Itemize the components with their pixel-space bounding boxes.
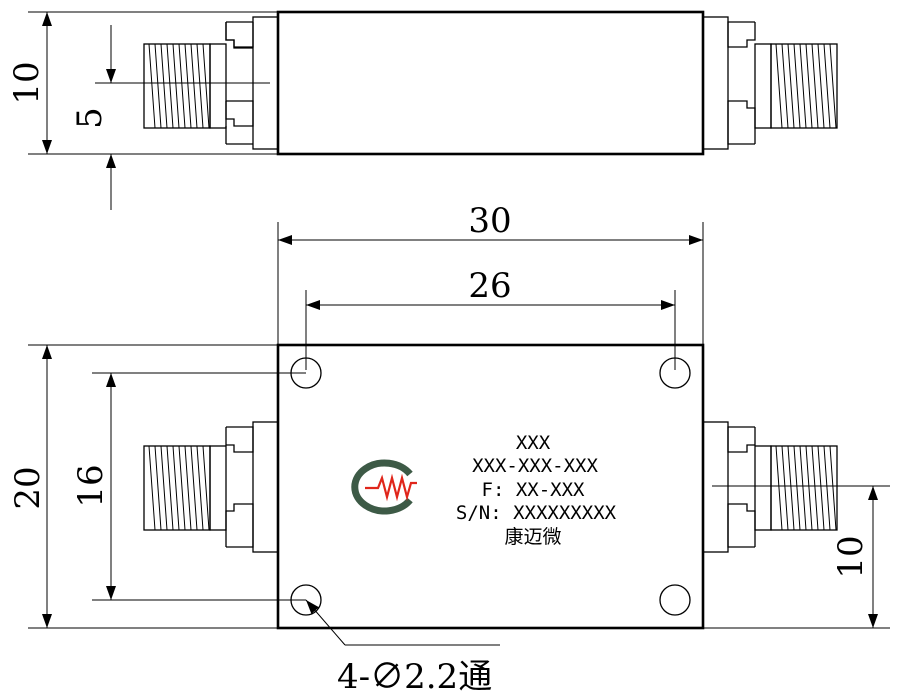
dim-top-connector: 5 bbox=[70, 107, 110, 129]
company-logo bbox=[351, 459, 417, 515]
top-right-connector bbox=[702, 421, 838, 553]
mounting-hole bbox=[659, 357, 691, 389]
side-view: 10 5 bbox=[7, 10, 838, 210]
side-left-connector bbox=[143, 16, 279, 150]
width-dimensions: 30 26 bbox=[277, 201, 704, 370]
top-left-connector bbox=[143, 421, 279, 553]
hole-note: 4-∅2.2通 bbox=[337, 657, 492, 697]
top-view: XXX XXX-XXX-XXX F: XX-XXX S/N: XXXXXXXXX… bbox=[8, 343, 890, 697]
dim-port-offset: 10 bbox=[831, 535, 871, 578]
mounting-hole bbox=[659, 584, 691, 616]
label-serial: S/N: XXXXXXXXX bbox=[456, 502, 617, 524]
dim-overall-width: 30 bbox=[468, 201, 511, 241]
side-right-connector bbox=[702, 16, 838, 150]
label-frequency: F: XX-XXX bbox=[482, 479, 586, 501]
hole-leader bbox=[305, 599, 346, 646]
label-part-number: XXX-XXX-XXX bbox=[472, 455, 598, 477]
product-label: XXX XXX-XXX-XXX F: XX-XXX S/N: XXXXXXXXX… bbox=[456, 432, 617, 548]
dim-top-height: 10 bbox=[7, 61, 47, 104]
side-body bbox=[276, 10, 705, 156]
dim-hole-spacing-x: 26 bbox=[468, 266, 511, 306]
dim-hole-spacing-y: 16 bbox=[71, 464, 111, 507]
label-company: 康迈微 bbox=[504, 526, 561, 548]
label-model: XXX bbox=[516, 432, 551, 454]
dim-overall-height: 20 bbox=[8, 466, 48, 509]
